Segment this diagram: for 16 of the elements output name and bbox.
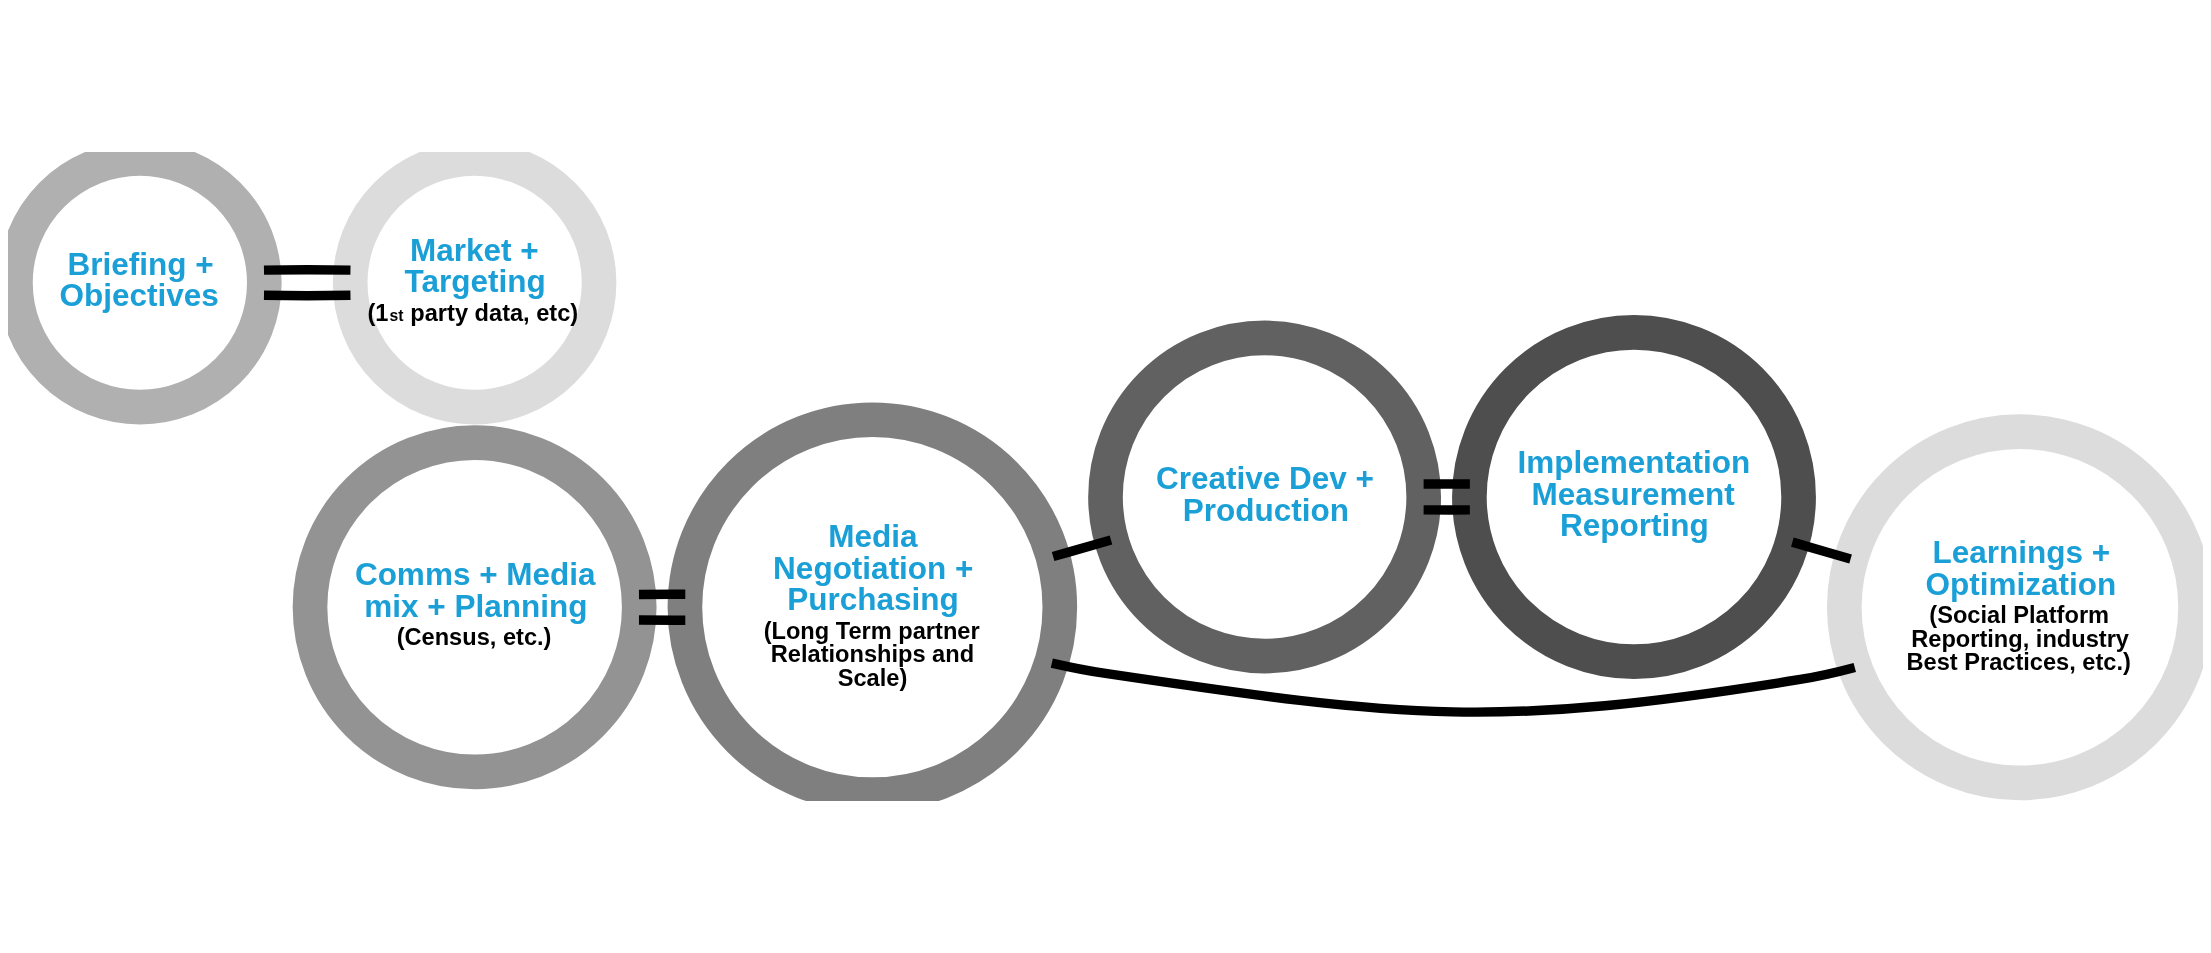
connector [263, 265, 351, 275]
connector [1791, 537, 1852, 564]
node-circle: Learnings + Optimization (Social Platform Reporting, industry Best Practices, etc.) [1826, 414, 2203, 801]
node-circle: Media Negotiation + Purchasing (Long Term partner Relationships and Scale) [667, 402, 1078, 801]
connector [638, 615, 686, 625]
node-circle: Comms + Media mix + Planning (Census, etc.) [292, 425, 657, 790]
connector [1050, 658, 1856, 717]
node-circle: Implementation Measurement Reporting [1452, 315, 1816, 679]
connector [263, 290, 351, 301]
node-circle: Briefing + Objectives [8, 152, 282, 425]
connector [638, 589, 686, 600]
connector [1423, 505, 1470, 515]
node-circle: Creative Dev + Production [1088, 320, 1442, 674]
node-circle: Market + Targeting (1st party data, etc) [332, 152, 617, 425]
connector [1051, 535, 1113, 562]
connector [1423, 479, 1470, 489]
